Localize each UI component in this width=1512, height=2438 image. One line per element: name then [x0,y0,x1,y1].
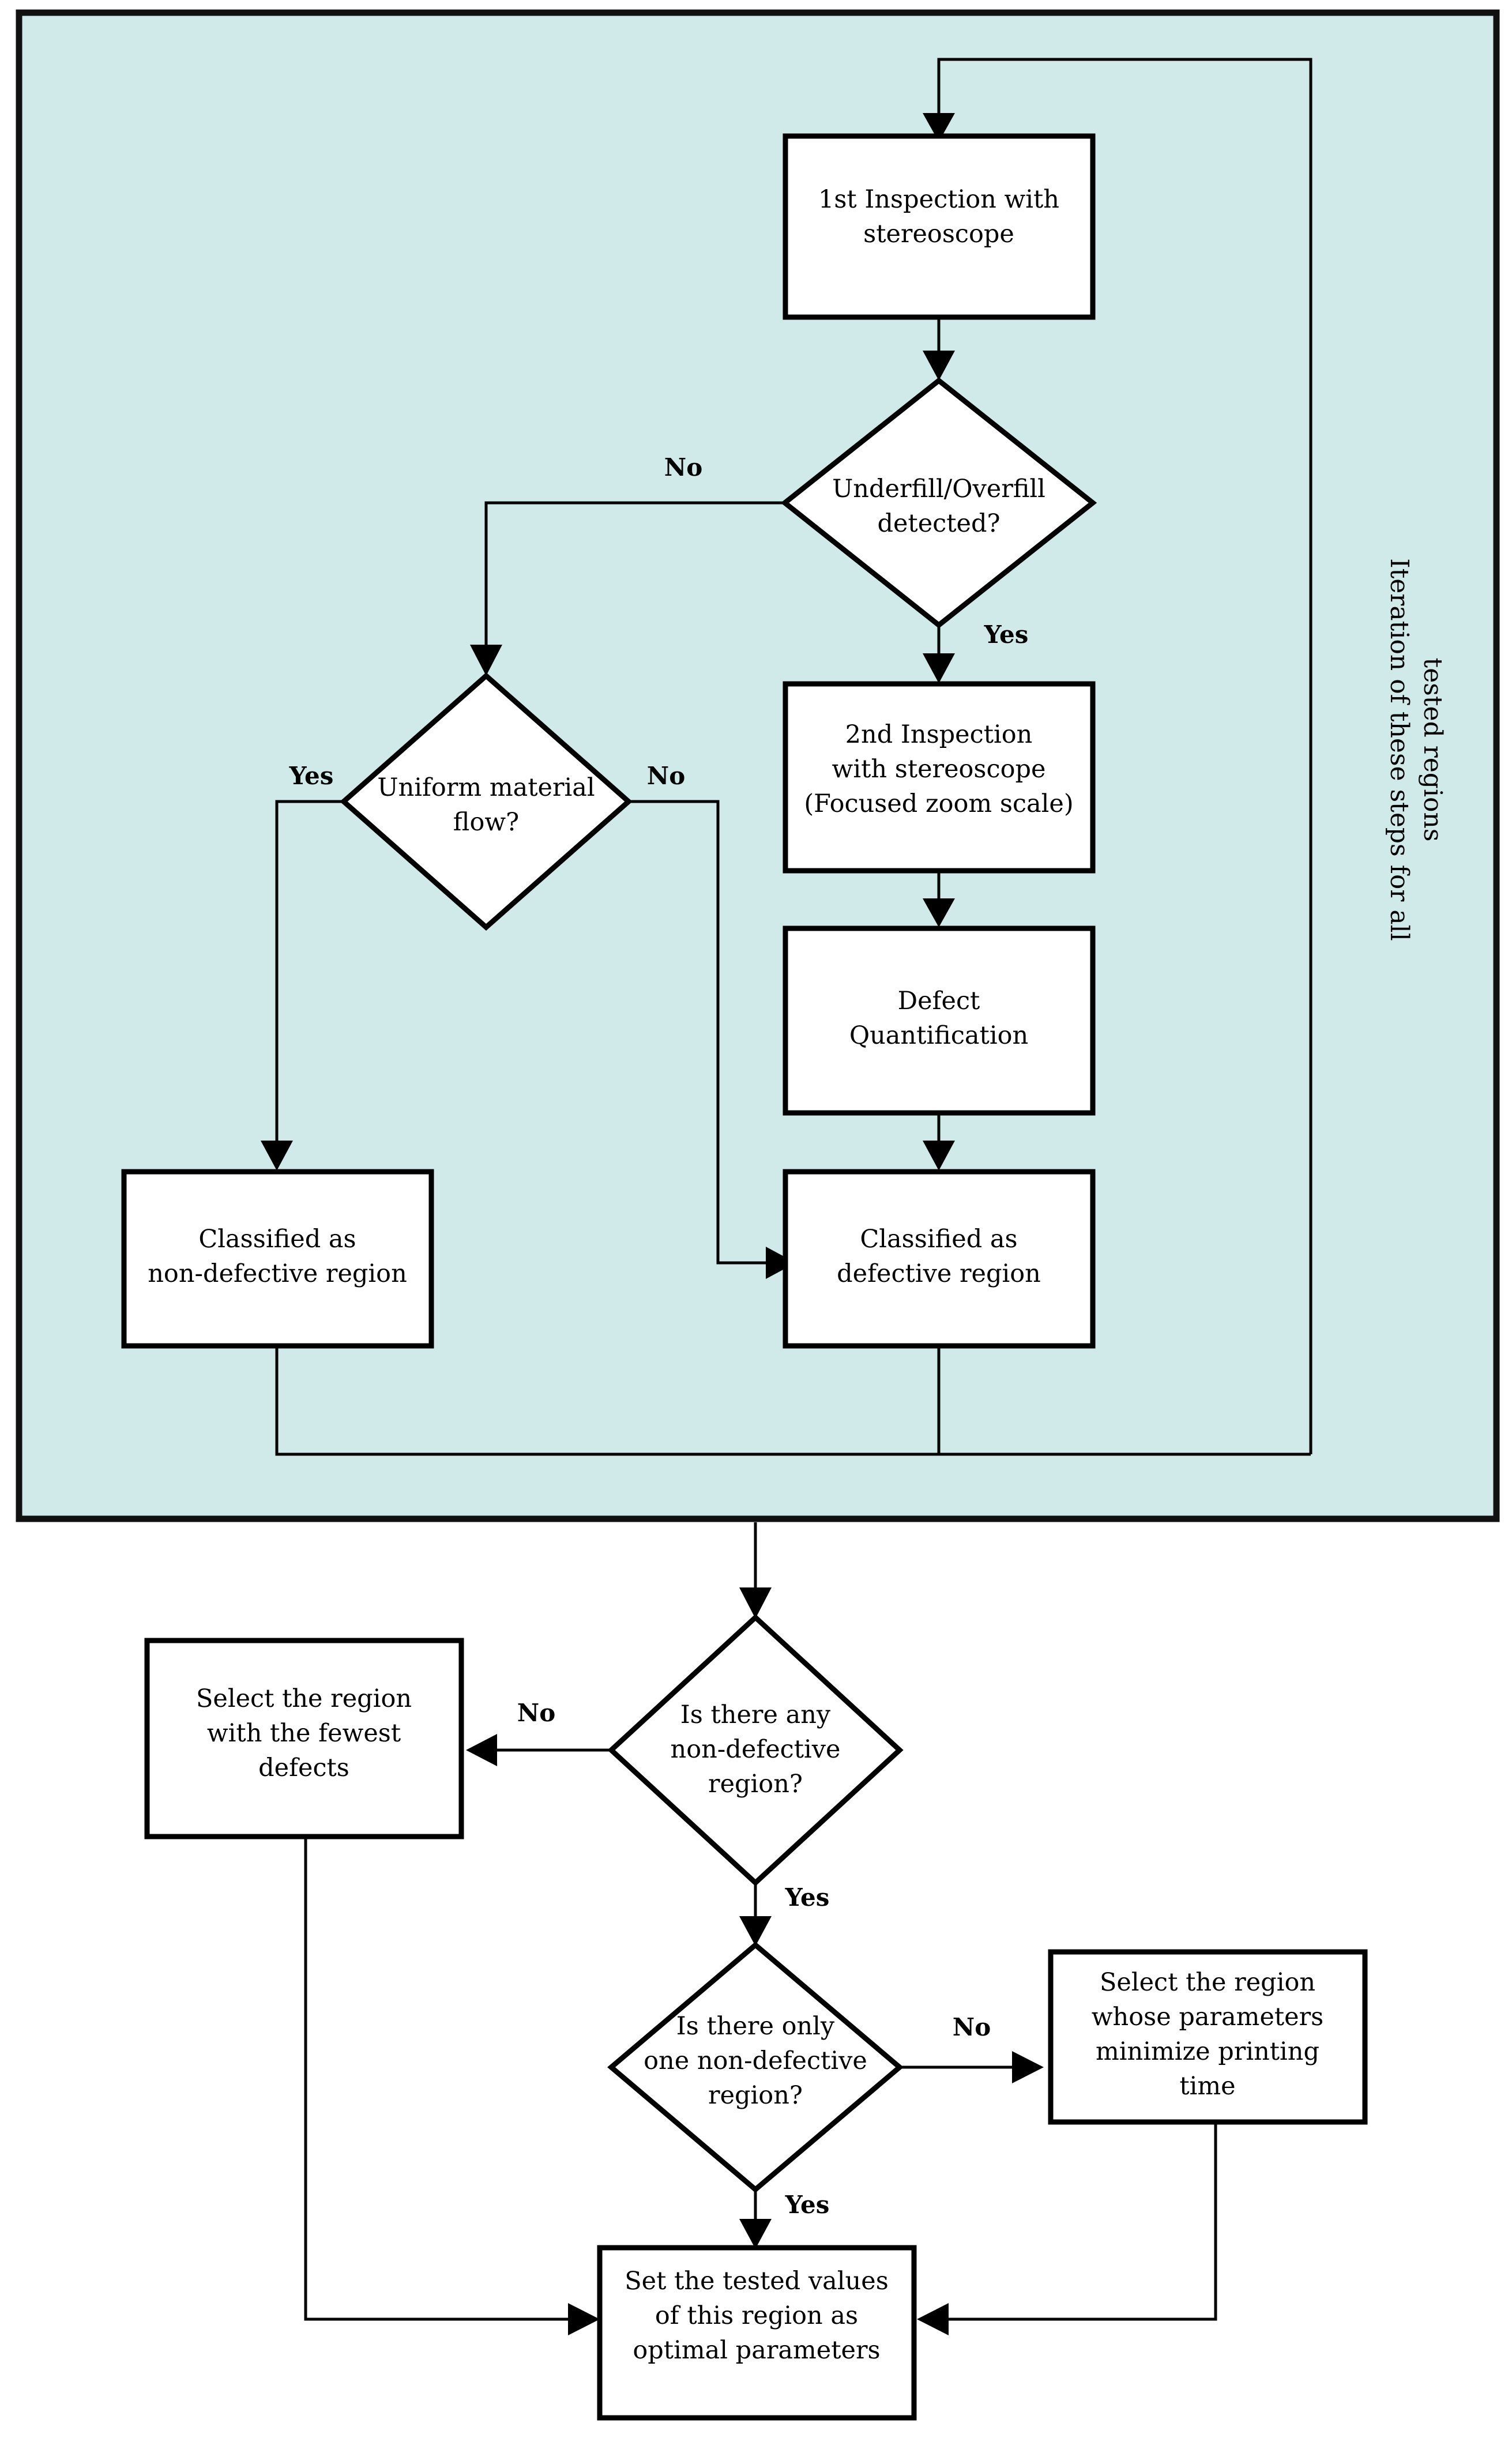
node-minimize-line-3: time [1179,2072,1235,2101]
arrowhead-fewest-defects-to-optimal [568,2303,600,2335]
node-fewest-defects[interactable]: Select the region with the fewest defect… [144,1638,464,1839]
arrowhead-to-second-inspection [923,653,955,683]
node-non-defective-line-0: Classified as [198,1225,356,1254]
arrowhead-to-any-nondefective [739,1587,772,1619]
edge-label-only-one-no: No [953,2013,991,2041]
node-minimize-line-1: whose parameters [1092,2003,1324,2031]
connector-fewest-defects-to-optimal [304,1837,571,2321]
node-second-inspection-line-2: (Focused zoom scale) [804,789,1073,818]
connector-loop-return [937,58,1312,1454]
arrowhead-to-uniform-decision [470,645,502,676]
node-only-one-line-0: Is there only [676,2012,835,2041]
node-classified-defective[interactable]: Classified as defective region [783,1169,1096,1349]
node-minimize-printing-time[interactable]: Select the region whose parameters minim… [1048,1949,1368,2125]
node-any-nondefective-line-1: non-defective [671,1735,841,1764]
arrowhead-only-one-yes-to-optimal [739,2219,772,2249]
node-defect-quantification[interactable]: Defect Quantification [783,925,1096,1116]
node-underfill-overfill-decision[interactable]: Underfill/Overfill detected? [780,377,1097,629]
connector-nondefective-to-loop [275,1346,939,1456]
node-second-inspection[interactable]: 2nd Inspection with stereoscope (Focused… [783,681,1096,874]
node-any-non-defective-decision[interactable]: Is there any non-defective region? [607,1613,904,1887]
node-defect-quantification-line-0: Defect [898,987,980,1015]
node-first-inspection-line-1: stereoscope [863,220,1014,249]
arrowhead-to-classified-defective [923,1141,955,1171]
node-uniform-flow-decision[interactable]: Uniform material flow? [340,672,633,931]
node-optimal-line-1: of this region as [655,2301,858,2330]
iteration-panel-caption: Iteration of these steps for all tested … [1385,558,1447,941]
arrowhead-to-fewest-defects [466,1734,497,1766]
edge-label-any-nondefective-no: No [517,1699,555,1727]
node-any-nondefective-line-2: region? [708,1770,803,1799]
node-non-defective-line-1: non-defective region [148,1259,407,1288]
arrowhead-to-defect-quantification [923,898,955,927]
node-set-optimal-parameters[interactable]: Set the tested values of this region as … [597,2245,917,2421]
connector-minimize-to-optimal [946,2122,1217,2321]
connector-uniform-no [629,800,767,1265]
node-only-one-line-1: one non-defective [644,2046,867,2075]
edge-label-underfill-yes: Yes [984,620,1029,649]
edge-label-underfill-no: No [664,453,702,481]
node-defective-line-0: Classified as [860,1225,1017,1254]
iteration-caption-line-0: Iteration of these steps for all [1385,558,1414,941]
node-uniform-line-0: Uniform material [377,773,595,802]
arrowhead-uniform-no-to-defective [766,1247,796,1279]
node-optimal-line-0: Set the tested values [625,2267,889,2296]
node-first-inspection[interactable]: 1st Inspection with stereoscope [783,133,1096,320]
arrowhead-to-classified-non-defective [261,1141,293,1171]
node-only-one-line-2: region? [708,2081,803,2110]
arrowhead-to-underfill-decision [923,351,955,381]
arrowhead-to-only-one-decision [739,1916,772,1946]
node-defective-line-1: defective region [837,1259,1041,1288]
arrowhead-to-minimize-printing-time [1012,2051,1044,2083]
node-minimize-line-2: minimize printing [1096,2037,1319,2066]
node-uniform-line-1: flow? [453,808,519,837]
edge-label-uniform-yes: Yes [289,762,334,790]
iteration-caption-line-1: tested regions [1418,658,1447,842]
node-second-inspection-line-1: with stereoscope [832,755,1046,784]
node-fewest-defects-line-0: Select the region [196,1684,412,1713]
node-second-inspection-line-0: 2nd Inspection [845,720,1033,749]
node-only-one-non-defective-decision[interactable]: Is there only one non-defective region? [607,1942,904,2193]
arrowhead-minimize-to-optimal [917,2303,949,2335]
node-minimize-line-0: Select the region [1100,1968,1315,1997]
node-underfill-line-1: detected? [877,509,1000,538]
edge-label-any-nondefective-yes: Yes [785,1883,830,1912]
edge-label-only-one-yes: Yes [785,2191,830,2219]
node-fewest-defects-line-1: with the fewest [207,1719,401,1748]
node-first-inspection-line-0: 1st Inspection with [818,185,1059,214]
node-fewest-defects-line-2: defects [258,1754,349,1782]
node-any-nondefective-line-0: Is there any [680,1700,831,1729]
connector-uniform-yes [275,800,343,1145]
node-underfill-line-0: Underfill/Overfill [832,475,1045,503]
node-classified-non-defective[interactable]: Classified as non-defective region [121,1169,434,1349]
edge-label-uniform-no: No [647,762,685,790]
node-defect-quantification-line-1: Quantification [849,1021,1028,1050]
node-optimal-line-2: optimal parameters [633,2336,880,2365]
connector-underfill-no [484,501,796,649]
arrowhead-loop-to-first-inspection [923,113,955,142]
